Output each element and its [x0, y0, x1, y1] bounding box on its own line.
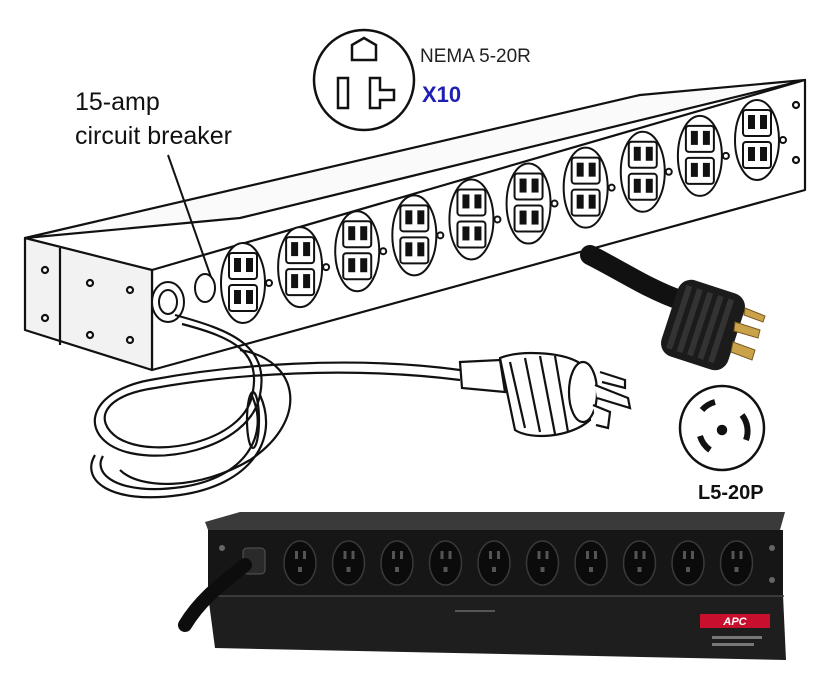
nema-5-20r-receptacle-icon: [312, 28, 416, 132]
l5-20p-face-icon: [678, 384, 766, 472]
outlet-type-label: NEMA 5-20R: [420, 46, 531, 67]
outlet-photo: [331, 540, 366, 586]
outlet-row-photo: [283, 540, 754, 586]
outlet-photo: [671, 540, 705, 586]
outlet-drawing: [505, 162, 559, 245]
nema-plug-drawing: [458, 351, 632, 438]
outlet-photo: [283, 540, 317, 586]
outlet-drawing: [220, 242, 273, 324]
outlet-drawing: [676, 114, 730, 197]
outlet-drawing: [619, 130, 673, 213]
outlet-drawing: [334, 210, 388, 293]
outlet-photo: [622, 540, 657, 586]
outlet-row-drawing: [220, 99, 787, 324]
breaker-drawing: [151, 154, 216, 323]
apc-logo: APC: [722, 616, 747, 628]
outlet-photo: [477, 540, 511, 586]
outlet-drawing: [448, 178, 502, 261]
outlet-count-label: X10: [422, 82, 462, 107]
outlet-photo: [574, 540, 608, 586]
outlet-drawing: [277, 226, 331, 309]
breaker-label-line2: circuit breaker: [75, 122, 232, 150]
outlet-drawing: [734, 99, 787, 181]
cord-drawing: [90, 313, 461, 499]
pdu-photo: APC: [178, 512, 786, 660]
outlet-photo: [525, 540, 560, 586]
plug-type-label: L5-20P: [698, 482, 764, 504]
breaker-label-line1: 15-amp: [75, 88, 160, 116]
outlet-photo: [428, 540, 463, 586]
l5-20p-plug-photo: [580, 245, 766, 371]
outlet-photo: [719, 540, 754, 586]
outlet-drawing: [562, 146, 616, 229]
outlet-photo: [380, 540, 414, 586]
outlet-drawing: [391, 194, 445, 277]
